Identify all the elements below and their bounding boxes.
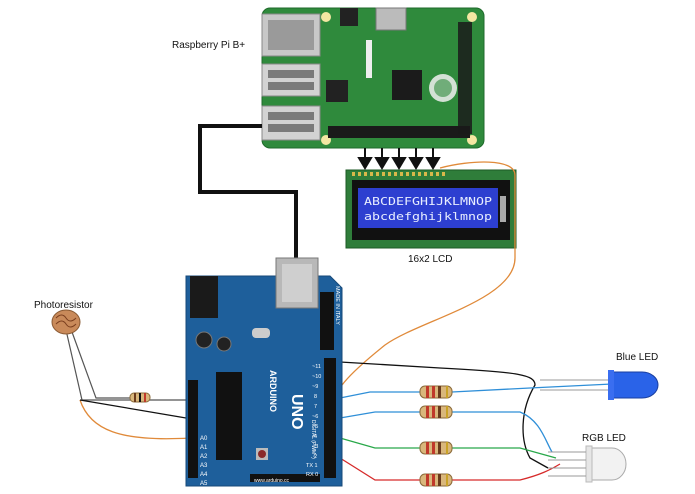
resistor [419,405,453,419]
raspberry-pi-label: Raspberry Pi B+ [172,40,245,51]
gpio-arrows [357,148,441,170]
pin-label: 4 [314,434,317,440]
wire-red-rgb [339,457,561,481]
wire-photoresistor-leg-2 [71,331,130,399]
lcd-label: 16x2 LCD [408,254,452,265]
resistor [419,441,453,455]
arduino-brand-label: ARDUINO [268,370,278,412]
pin-label: TX 1 [306,463,318,469]
analog-pin-labels: A0 A1 A2 A3 A4 A5 [200,436,208,487]
resistor [419,473,453,487]
rgb-led [548,445,627,483]
pin-label: ~6 [312,414,318,420]
pin-label: ~5 [312,424,318,430]
pin-label: 8 [314,394,317,400]
digital-pin-labels: ~11 ~10 ~9 8 7 ~6 ~5 4 ~3 2 TX 1 RX 0 [306,364,321,478]
pin-label: A1 [200,445,208,451]
pin-label: A2 [200,454,208,460]
photoresistor-label: Photoresistor [34,300,94,311]
lcd-text-line-1: ABCDEFGHIJKLMNOP [364,196,492,208]
pin-label: 7 [314,404,317,410]
pin-label: A5 [200,481,208,487]
lcd-module [345,169,517,249]
wire-blue-rgb [339,411,553,453]
pin-label: RX 0 [306,472,318,478]
gpio-header [328,126,470,138]
pin-label: A4 [200,472,208,478]
arduino-digital-label: DIGITAL (PWM~) [310,420,316,459]
wire-orange-lcd [339,161,516,389]
pin-label: A3 [200,463,208,469]
arduino-model-label: UNO [288,394,305,430]
lcd-screen [358,188,498,228]
blue-led-label: Blue LED [616,352,658,363]
pin-label: ~11 [312,364,321,370]
pin-label: ~3 [312,444,318,450]
wire-green-rgb [339,437,557,459]
microcontroller-chip [216,372,242,460]
pin-label: ~9 [312,384,318,390]
photoresistor [51,309,81,335]
digital-header [324,358,336,478]
arduino-made-in-label: MADE IN ITALY [334,286,340,325]
arduino-board [185,257,343,487]
rgb-led-label: RGB LED [582,433,626,444]
lcd-text-line-2: abcdefghijklmnop [364,211,492,223]
pin-label: A0 [200,436,208,442]
pin-label: ~10 [312,374,321,380]
wire-orange-photo [79,399,191,440]
usb-ports [261,63,321,141]
resistor [419,385,453,399]
pin-label: 2 [314,454,317,460]
power-jack [190,276,218,318]
raspberry-pi-board [261,7,485,149]
wire-black-rgb-common [339,361,549,469]
arduino-url-label: www.arduino.cc [254,478,290,484]
usb-cable [198,124,298,262]
wire-blue-led [339,383,613,399]
wire-black-photo [79,399,187,419]
resistor-photoresistor [129,392,151,403]
blue-led [540,370,659,400]
analog-header [188,380,198,478]
